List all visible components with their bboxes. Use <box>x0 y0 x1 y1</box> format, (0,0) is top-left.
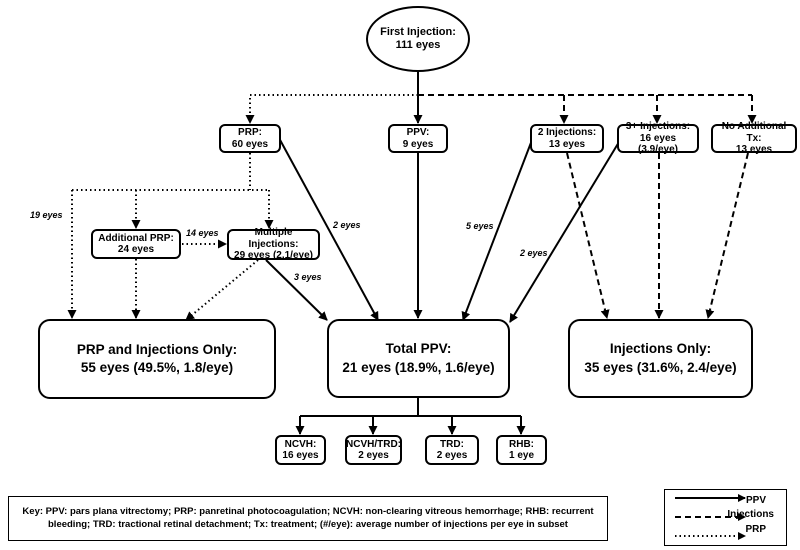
legend-lines <box>675 494 746 540</box>
node-2-injections: 2 Injections: 13 eyes <box>530 124 604 153</box>
legend-label-injections: Injections <box>727 509 774 520</box>
node-ncvh: NCVH: 16 eyes <box>275 435 326 465</box>
node-multiple-injections-title: Multiple Injections: <box>248 227 299 250</box>
node-2-injections-count: 13 eyes <box>548 138 586 150</box>
node-injections-only-title: Injections Only: <box>609 341 712 357</box>
edge-3inj-to-total <box>509 141 620 323</box>
edge-2inj-to-total <box>461 139 533 321</box>
node-total-ppv: Total PPV: 21 eyes (18.9%, 1.6/eye) <box>327 319 510 398</box>
node-prp-title: PRP: <box>238 127 262 138</box>
node-additional-prp-count: 24 eyes <box>117 244 155 255</box>
edge-label-14-eyes: 14 eyes <box>186 228 219 238</box>
edge-prp-to-total <box>278 137 379 321</box>
legend-label-ppv: PPV <box>745 495 766 506</box>
edge-label-5-eyes: 5 eyes <box>466 221 494 231</box>
node-prp-and-injections-only-count: 55 eyes (49.5%, 1.8/eye) <box>80 360 234 375</box>
node-injections-only-count: 35 eyes (31.6%, 2.4/eye) <box>584 359 737 375</box>
node-trd: TRD: 2 eyes <box>425 435 479 465</box>
node-injections-only: Injections Only: 35 eyes (31.6%, 2.4/eye… <box>568 319 753 398</box>
node-first-injection: First Injection: 111 eyes <box>366 6 470 72</box>
node-3plus-injections: 3+ Injections: 16 eyes (3.9/eye) <box>617 121 699 156</box>
edge-label-2-eyes-3inj: 2 eyes <box>520 248 548 258</box>
node-trd-title: TRD: <box>440 438 464 450</box>
node-ncvh-count: 16 eyes <box>282 450 319 461</box>
node-rhb-count: 1 eye <box>508 450 535 461</box>
node-ncvh-title: NCVH: <box>284 438 317 450</box>
key-box: Key: PPV: pars plana vitrectomy; PRP: pa… <box>8 496 608 541</box>
node-trd-count: 2 eyes <box>436 450 468 461</box>
node-2-injections-title: 2 Injections: <box>537 127 597 138</box>
node-rhb: RHB: 1 eye <box>496 435 547 465</box>
node-multiple-injections-count: 29 eyes (2.1/eye) <box>234 250 313 262</box>
node-total-ppv-title: Total PPV: <box>385 341 452 357</box>
edge-first-to-prp <box>245 94 418 124</box>
node-additional-prp-title: Additional PRP: <box>98 232 174 244</box>
node-no-additional-tx-count: 13 eyes <box>735 144 773 156</box>
node-ncvh-trd-title: NCVH/TRD: <box>346 438 401 450</box>
node-no-additional-tx: No Additional Tx: 13 eyes <box>711 121 797 156</box>
legend-label-prp: PRP <box>745 524 766 535</box>
node-prp-and-injections-only: PRP and Injections Only: 55 eyes (49.5%,… <box>38 319 276 399</box>
key-line-2: bleeding; TRD: tractional retinal detach… <box>48 518 568 530</box>
node-first-injection-count: 111 eyes <box>395 39 441 51</box>
edge-2inj-to-injonly <box>566 152 610 319</box>
node-additional-prp: Additional PRP: 24 eyes <box>91 229 181 259</box>
node-multiple-injections: Multiple Injections: 29 eyes (2.1/eye) <box>227 227 320 262</box>
node-rhb-title: RHB: <box>509 438 534 450</box>
edge-label-3-eyes: 3 eyes <box>294 272 322 282</box>
legend-box: PPV Injections PRP <box>664 489 787 546</box>
node-ppv-count: 9 eyes <box>402 138 434 150</box>
edge-label-19-eyes: 19 eyes <box>30 210 63 220</box>
node-prp-and-injections-only-title: PRP and Injections Only: <box>76 341 238 357</box>
node-ppv-title: PPV: <box>406 127 430 138</box>
edge-multi-to-prpinj <box>185 259 259 321</box>
node-prp-count: 60 eyes <box>231 138 269 150</box>
node-first-injection-title: First Injection: <box>380 26 456 39</box>
node-no-additional-tx-title: No Additional Tx: <box>721 121 787 144</box>
node-prp: PRP: 60 eyes <box>219 124 281 153</box>
node-total-ppv-count: 21 eyes (18.9%, 1.6/eye) <box>342 359 495 375</box>
node-ppv: PPV: 9 eyes <box>388 124 448 153</box>
edge-label-2-eyes-prp: 2 eyes <box>333 220 361 230</box>
edge-notx-to-injonly <box>705 152 749 319</box>
node-3plus-injections-count: 16 eyes (3.9/eye) <box>637 132 679 156</box>
node-ncvh-trd-count: 2 eyes <box>358 450 389 461</box>
key-line-1: Key: PPV: pars plana vitrectomy; PRP: pa… <box>22 506 594 517</box>
node-3plus-injections-title: 3+ Injections: <box>625 121 691 133</box>
node-ncvh-trd: NCVH/TRD: 2 eyes <box>345 435 402 465</box>
edge-multi-to-total <box>265 259 328 321</box>
